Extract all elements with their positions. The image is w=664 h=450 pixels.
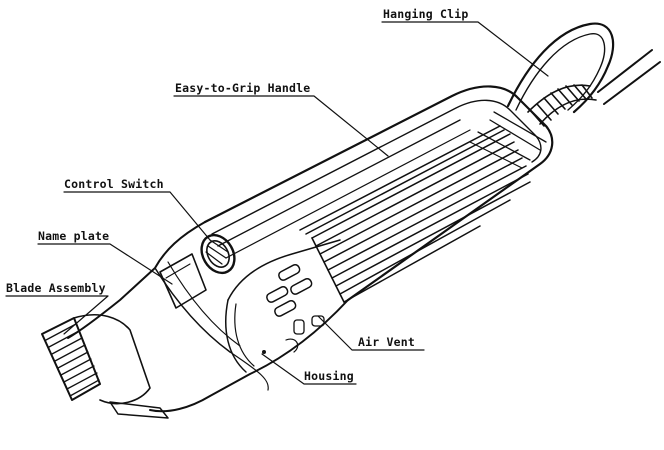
leader-name-plate (37, 243, 173, 285)
label-name-plate: Name plate (38, 229, 109, 243)
callout-labels: Hanging Clip Easy-to-Grip Handle Control… (6, 7, 468, 383)
name-plate-panel (159, 253, 207, 309)
rear-housing (203, 85, 554, 303)
leader-hanging-clip (381, 21, 549, 77)
control-switch-dial (200, 233, 236, 275)
leader-housing (261, 353, 357, 385)
blade-assembly (41, 314, 169, 419)
label-hanging-clip: Hanging Clip (383, 7, 468, 21)
leader-lines (5, 21, 549, 385)
leader-air-vent (317, 315, 425, 351)
label-air-vent: Air Vent (358, 335, 415, 349)
front-housing (67, 221, 349, 413)
label-blade-assembly: Blade Assembly (6, 281, 106, 295)
leader-blade-assembly (5, 295, 109, 335)
label-control-switch: Control Switch (64, 177, 164, 191)
hanging-clip-loop (506, 22, 615, 114)
label-housing: Housing (304, 369, 354, 383)
label-easy-grip-handle: Easy-to-Grip Handle (175, 81, 310, 95)
clipper-illustration (41, 22, 661, 419)
leader-easy-grip-handle (173, 95, 389, 157)
leader-control-switch (63, 191, 211, 241)
